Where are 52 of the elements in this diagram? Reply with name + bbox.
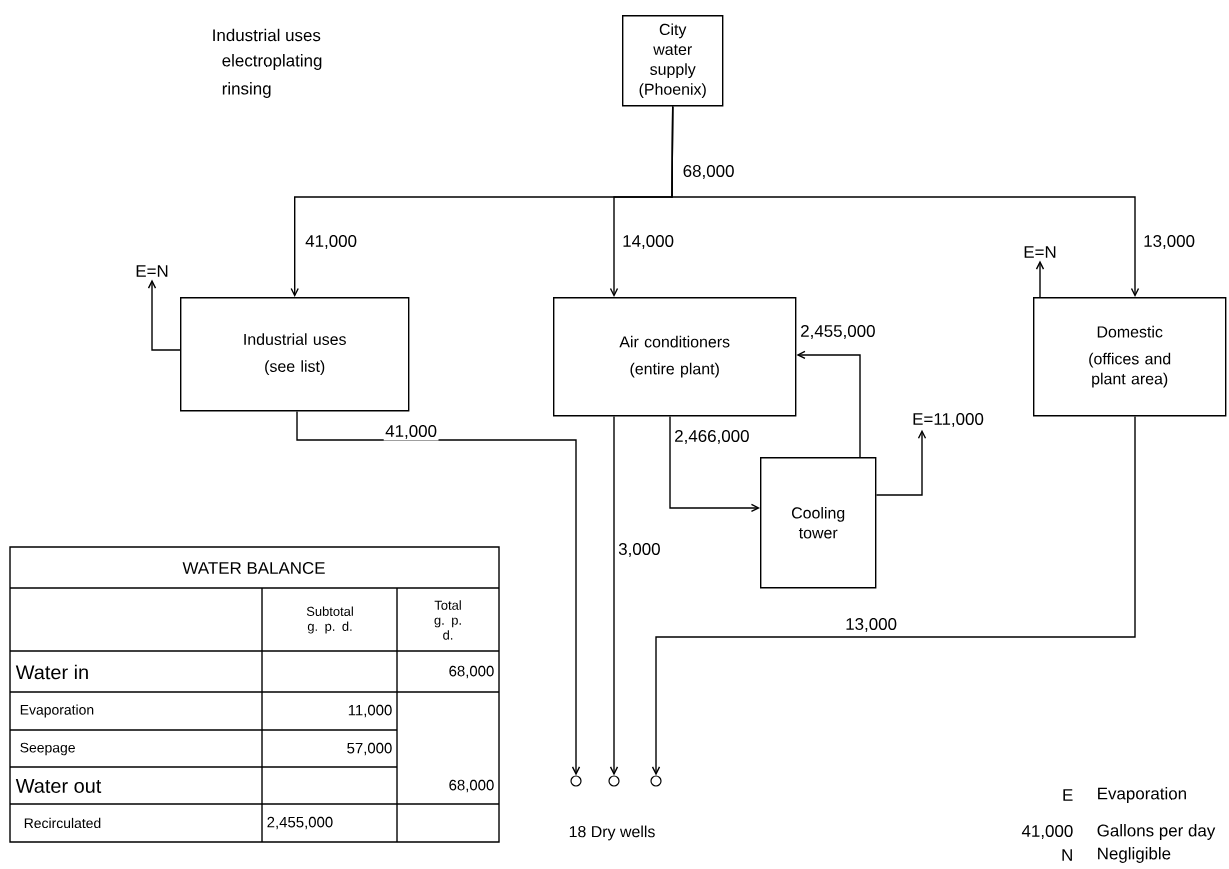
wells-caption: 18 Dry wells bbox=[569, 825, 655, 841]
row-label: Seepage bbox=[20, 742, 75, 756]
list-heading: Industrial uses bbox=[213, 28, 321, 42]
table-value: 57,000 bbox=[347, 742, 392, 756]
row-label: Recirculated bbox=[24, 817, 101, 829]
process-box: Cooling tower bbox=[760, 457, 877, 589]
column-heading: Subtotal g. p. d. bbox=[306, 606, 353, 634]
key-text: Gallons per day bbox=[1097, 824, 1216, 840]
flow-label: 68,000 bbox=[683, 165, 734, 179]
dry-well-symbol bbox=[608, 775, 620, 787]
edge-label: 14,000 bbox=[620, 233, 676, 251]
table-value: 11,000 bbox=[348, 704, 392, 718]
edge-label: 3,000 bbox=[616, 541, 663, 559]
table-value: 68,000 bbox=[449, 665, 494, 679]
column-heading: Total g. p. d. bbox=[434, 600, 461, 640]
arrow bbox=[671, 105, 1140, 297]
evaporation-label: E=11,000 bbox=[913, 413, 984, 427]
key-text: Negligible bbox=[1098, 847, 1171, 863]
process-box: Domestic (offices and plant area) bbox=[1033, 297, 1227, 417]
arrow bbox=[609, 415, 619, 776]
process-box: Industrial uses (see list) bbox=[180, 297, 410, 412]
table-value: 68,000 bbox=[449, 779, 494, 793]
edge-label: 2,455,000 bbox=[798, 323, 878, 341]
process-box: Air conditioners (entire plant) bbox=[553, 297, 797, 417]
key-text: Evaporation bbox=[1098, 787, 1186, 803]
edge-label: 13,000 bbox=[843, 616, 899, 634]
table-title: WATER BALANCE bbox=[182, 562, 325, 574]
row-label: Evaporation bbox=[20, 704, 94, 718]
evaporation-label: E=N bbox=[136, 265, 168, 277]
row-label: Water in bbox=[15, 664, 88, 680]
dry-well-symbol bbox=[650, 775, 662, 787]
arrow bbox=[796, 350, 861, 458]
evaporation-label: E=N bbox=[1024, 246, 1056, 258]
arrow bbox=[147, 279, 181, 351]
arrow bbox=[651, 415, 1136, 776]
arrow bbox=[669, 415, 760, 513]
process-box: City water supply (Phoenix) bbox=[622, 15, 724, 107]
table-value: 2,455,000 bbox=[267, 816, 333, 830]
edge-label: 2,466,000 bbox=[672, 428, 752, 446]
dry-well-symbol bbox=[570, 775, 582, 787]
edge-label: 41,000 bbox=[303, 233, 359, 251]
key-symbol: E bbox=[1063, 789, 1073, 801]
edge-label: 41,000 bbox=[383, 423, 439, 441]
list-item: electroplating bbox=[222, 54, 322, 70]
list-item: rinsing bbox=[222, 82, 271, 98]
key-symbol: N bbox=[1062, 849, 1072, 861]
key-symbol: 41,000 bbox=[1021, 825, 1073, 839]
arrow bbox=[296, 410, 581, 776]
row-label: Water out bbox=[15, 779, 102, 793]
arrow bbox=[1035, 260, 1045, 298]
edge-label: 13,000 bbox=[1141, 233, 1197, 251]
arrow bbox=[875, 429, 927, 496]
